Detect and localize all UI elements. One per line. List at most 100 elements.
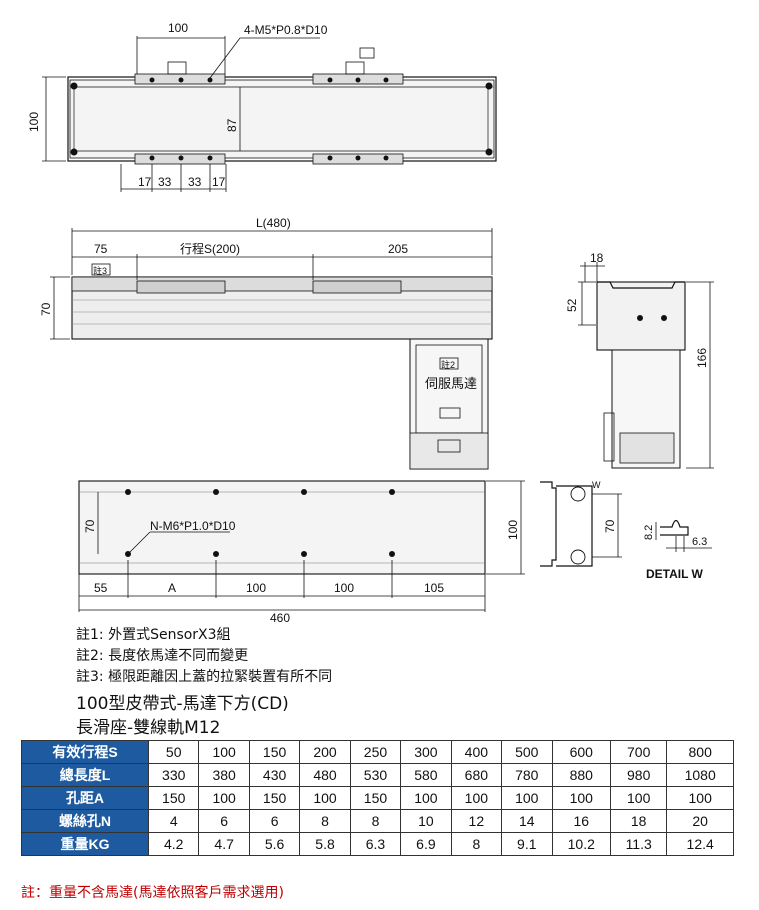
dim-8-2: 8.2 (643, 525, 655, 540)
weight-footnote: 註：重量不含馬達(馬達依照客戶需求選用) (21, 885, 284, 901)
table-cell: 700 (609, 740, 668, 764)
table-cell: 12.4 (666, 832, 734, 856)
dim-100-top: 100 (168, 21, 188, 35)
table-cell: 8 (349, 809, 402, 833)
notes-block: 註1: 外置式SensorX3組 註2: 長度依馬達不同而變更 註3: 極限距離… (76, 625, 332, 688)
dim-17-right: 17 (212, 175, 226, 189)
note-1: 註1: 外置式SensorX3組 (76, 627, 231, 643)
dim-100-height: 100 (27, 112, 41, 132)
table-cell: 300 (400, 740, 452, 764)
base-mount-holes (125, 489, 395, 557)
table-cell: 150 (248, 786, 301, 810)
dim-70-base: 70 (83, 519, 97, 533)
table-cell: 500 (501, 740, 553, 764)
note-2: 註2: 長度依馬達不同而變更 (76, 648, 249, 664)
table-cell: 8 (450, 832, 503, 856)
hole-callout-top: 4-M5*P0.8*D10 (244, 23, 328, 37)
table-cell: 480 (299, 763, 351, 787)
dim-75: 75 (94, 242, 108, 256)
table-cell: 5.8 (299, 832, 351, 856)
dim-100-a: 100 (246, 581, 266, 595)
row-header: 總長度L (21, 763, 149, 787)
note-tag-3: 註3 (93, 265, 107, 276)
dim-17-left: 17 (138, 175, 152, 189)
table-cell: 18 (609, 809, 668, 833)
detail-title: DETAIL W (646, 567, 704, 581)
dim-6-3: 6.3 (692, 536, 707, 548)
note-tag-2: 註2 (441, 359, 455, 370)
table-cell: 14 (501, 809, 553, 833)
table-cell: 1080 (666, 763, 734, 787)
table-cell: 6.3 (349, 832, 402, 856)
dim-overall-length: L(480) (256, 216, 291, 230)
dim-70-detail: 70 (603, 519, 617, 533)
front-view: L(480) 75 行程S(200) 205 70 註3 註2 伺服馬達 (39, 216, 493, 470)
dim-33-right: 33 (188, 175, 202, 189)
table-cell: 250 (349, 740, 402, 764)
table-cell: 6 (248, 809, 301, 833)
technical-drawing: 100 4-M5*P0.8*D10 100 87 17 33 33 17 (27, 21, 714, 625)
table-cell: 100 (400, 786, 452, 810)
table-cell: 10.2 (551, 832, 611, 856)
table-cell: 580 (400, 763, 452, 787)
dim-70-front: 70 (39, 302, 53, 316)
detail-w-marker: W (592, 480, 601, 490)
dim-100-b: 100 (334, 581, 354, 595)
table-cell: 430 (248, 763, 301, 787)
base-view: 70 N-M6*P1.0*D10 100 55 A 100 100 105 46… (78, 480, 525, 625)
dim-A: A (168, 581, 176, 595)
detail-view: W 70 8.2 6.3 DETAIL W (540, 480, 712, 581)
table-cell: 9.1 (501, 832, 553, 856)
table-cell: 150 (349, 786, 402, 810)
side-view: 18 52 166 (565, 251, 714, 469)
table-cell: 20 (666, 809, 734, 833)
dim-205: 205 (388, 242, 408, 256)
table-cell: 330 (147, 763, 200, 787)
table-cell: 880 (551, 763, 611, 787)
table-cell: 100 (501, 786, 553, 810)
dim-55: 55 (94, 581, 108, 595)
dim-52: 52 (565, 298, 579, 312)
table-cell: 8 (299, 809, 351, 833)
table-cell: 100 (198, 786, 250, 810)
table-cell: 4.2 (147, 832, 200, 856)
table-cell: 100 (450, 786, 503, 810)
table-cell: 800 (666, 740, 734, 764)
dim-33-left: 33 (158, 175, 172, 189)
table-cell: 980 (609, 763, 668, 787)
product-title-line-1: 100型皮帶式-馬達下方(CD) (76, 694, 289, 714)
dim-166: 166 (695, 348, 709, 368)
motor-label: 伺服馬達 (425, 376, 477, 391)
table-cell: 200 (299, 740, 351, 764)
table-cell: 10 (400, 809, 452, 833)
table-cell: 16 (551, 809, 611, 833)
table-cell: 780 (501, 763, 553, 787)
row-header: 螺絲孔N (21, 809, 149, 833)
table-cell: 380 (198, 763, 250, 787)
table-cell: 12 (450, 809, 503, 833)
table-cell: 150 (248, 740, 301, 764)
table-cell: 6.9 (400, 832, 452, 856)
table-cell: 680 (450, 763, 503, 787)
hole-callout-base: N-M6*P1.0*D10 (150, 519, 236, 533)
table-cell: 600 (551, 740, 611, 764)
table-cell: 11.3 (609, 832, 668, 856)
note-3: 註3: 極限距離因上蓋的拉緊裝置有所不同 (76, 669, 333, 685)
table-cell: 100 (666, 786, 734, 810)
table-cell: 4 (147, 809, 200, 833)
dim-18: 18 (590, 251, 604, 265)
table-cell: 100 (609, 786, 668, 810)
dim-460: 460 (270, 611, 290, 625)
table-cell: 530 (349, 763, 402, 787)
top-view: 100 4-M5*P0.8*D10 100 87 17 33 33 17 (27, 21, 497, 192)
table-cell: 5.6 (248, 832, 301, 856)
table-cell: 4.7 (198, 832, 250, 856)
product-title-line-2: 長滑座-雙線軌M12 (76, 718, 221, 738)
dim-87: 87 (225, 118, 239, 132)
row-header: 孔距A (21, 786, 149, 810)
